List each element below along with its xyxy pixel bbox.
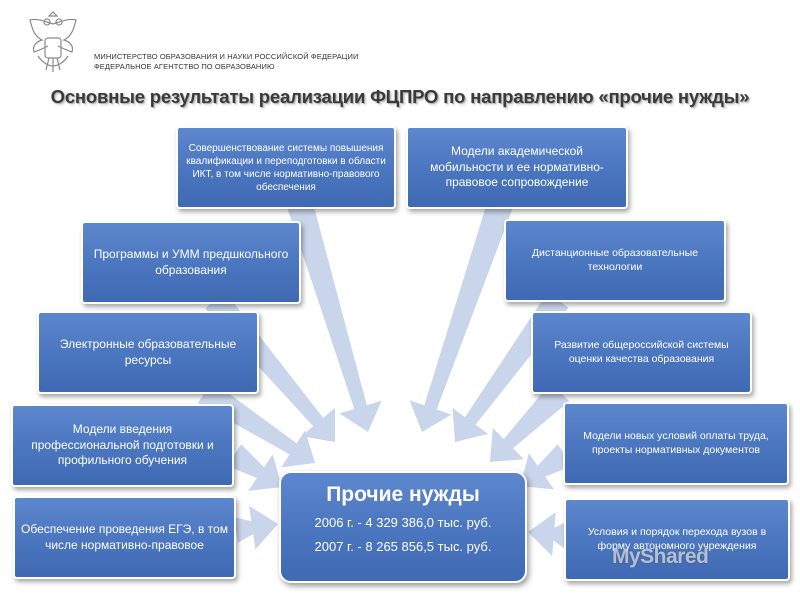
node-academic-mobility: Модели академической мобильности и ее но… [406,126,628,209]
coat-of-arms-emblem [29,11,77,72]
arrow-autonomous [528,512,567,556]
arrow-profile [226,444,282,491]
node-labor-payment: Модели новых условий оплаты труда, проек… [563,402,789,485]
agency-name: ФЕДЕРАЛЬНОЕ АГЕНТСТВО ПО ОБРАЗОВАНИЮ [94,62,275,71]
node-ege: Обеспечение проведения ЕГЭ, в том числе … [13,496,236,579]
node-ikt-qualification: Совершенствование системы повышения квал… [176,126,396,209]
node-preschool-programs: Программы и УММ предшкольного образовани… [81,221,301,304]
center-other-needs: Прочие нужды 2006 г. - 4 329 386,0 тыс. … [279,471,527,583]
node-quality-assessment: Развитие общероссийской системы оценки к… [531,311,752,394]
funding-2006: 2006 г. - 4 329 386,0 тыс. руб. [314,515,492,530]
node-electronic-resources: Электронные образовательные ресурсы [37,311,259,394]
slide-title: Основные результаты реализации ФЦПРО по … [50,86,750,107]
ministry-header: МИНИСТЕРСТВО ОБРАЗОВАНИЯ И НАУКИ РОССИЙС… [94,52,358,72]
arrow-ikt [287,201,382,432]
watermark-logo: MyShared [612,545,709,568]
ministry-name: МИНИСТЕРСТВО ОБРАЗОВАНИЯ И НАУКИ РОССИЙС… [94,52,359,61]
center-title: Прочие нужды [326,483,480,506]
node-autonomous-institution: Условия и порядок перехода вузов в форму… [564,498,790,581]
node-profile-training: Модели введения профессиональной подгото… [11,404,234,487]
arrow-quality [490,382,570,462]
arrow-mobility [409,200,513,432]
arrow-labor [520,444,573,490]
arrow-ege [234,505,278,550]
arrow-eor [198,381,315,468]
node-distance-technologies: Дистанционные образовательные технологии [504,219,726,302]
funding-2007: 2007 г. - 8 265 856,5 тыс. руб. [314,539,492,554]
